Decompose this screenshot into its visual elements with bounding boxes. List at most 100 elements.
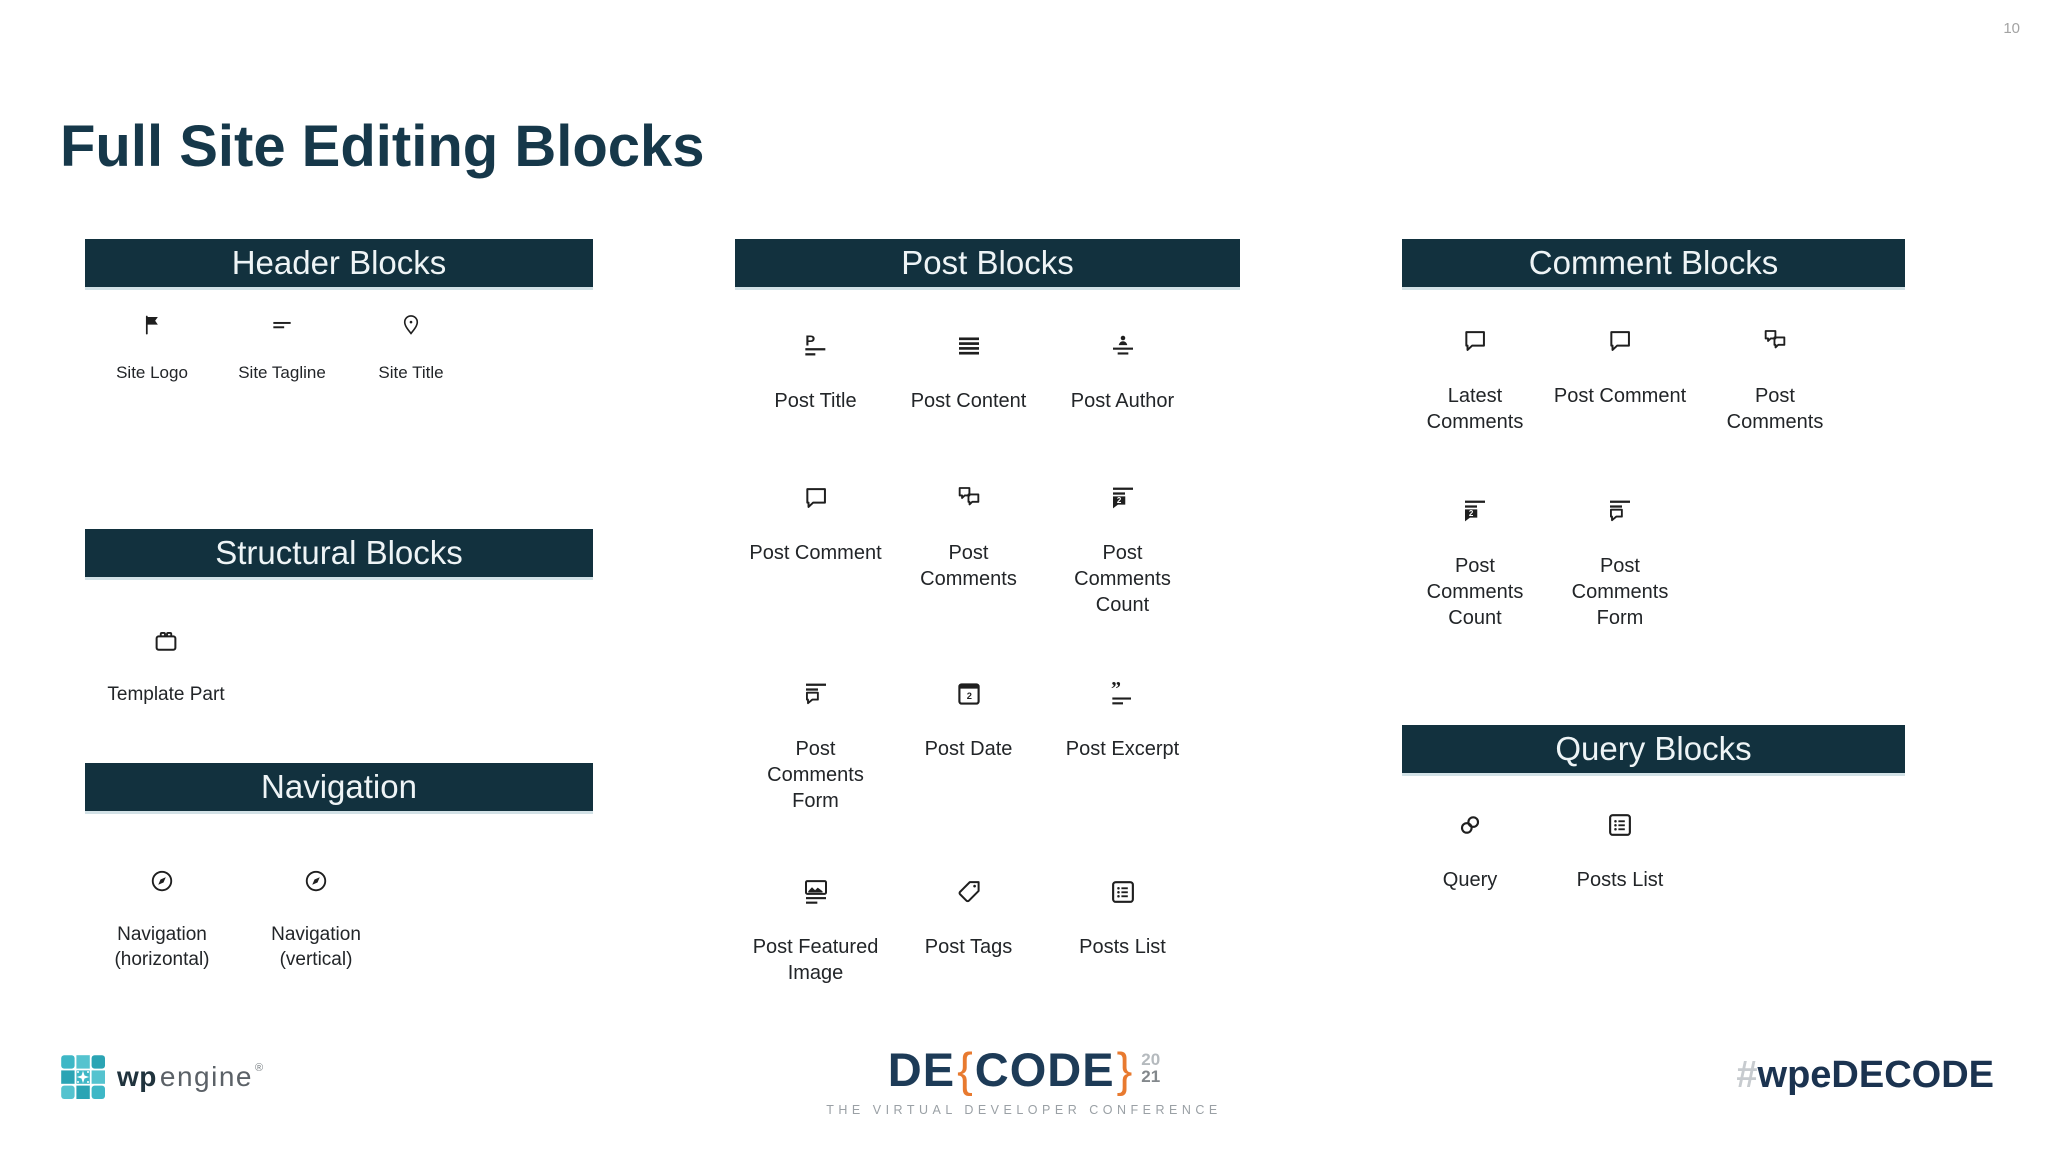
comments-form-icon <box>800 678 832 710</box>
tagline-lines-icon <box>269 312 295 338</box>
block-item-label: Navigation (horizontal) <box>114 924 210 970</box>
posts-list-icon <box>1107 876 1139 908</box>
block-item-post-comments-count: Post Comments Count <box>1400 495 1550 631</box>
block-item-template-part: Template Part <box>85 626 247 707</box>
decode-logo-wordmark: DE { CODE } 20 21 <box>888 1044 1160 1096</box>
decode-logo-tagline: THE VIRTUAL DEVELOPER CONFERENCE <box>826 1103 1222 1117</box>
section-query-blocks-title: Query Blocks <box>1555 730 1752 767</box>
block-item-navigation-vertical: Navigation (vertical) <box>239 866 393 972</box>
block-item-post-comments: Post Comments <box>892 482 1045 592</box>
decode-logo-year-21: 21 <box>1141 1067 1161 1086</box>
post-title-icon <box>800 330 832 362</box>
block-item-label: Post Title <box>774 390 857 412</box>
comments-count-icon <box>1107 482 1139 514</box>
block-item-site-title: Site Title <box>346 312 476 384</box>
block-item-navigation-horizontal: Navigation (horizontal) <box>85 866 239 972</box>
block-item-label: Post Comments Form <box>1571 555 1669 629</box>
block-item-posts-list: Posts List <box>1545 809 1695 893</box>
block-item-post-comment: Post Comment <box>739 482 892 566</box>
post-author-icon <box>1107 330 1139 362</box>
block-item-label: Post Excerpt <box>1065 738 1180 760</box>
wpengine-mark-icon <box>60 1054 106 1100</box>
block-item-post-content: Post Content <box>892 330 1045 414</box>
hashtag-text: wpeDECODE <box>1757 1054 1994 1096</box>
block-item-latest-comments: Latest Comments <box>1400 325 1550 435</box>
block-item-post-excerpt: Post Excerpt <box>1046 678 1199 762</box>
block-item-label: Posts List <box>1079 936 1166 958</box>
block-item-label: Post Date <box>924 738 1013 760</box>
section-header-blocks-title: Header Blocks <box>231 244 447 281</box>
page-number: 10 <box>2003 20 2020 37</box>
comment-bubble-icon <box>1459 325 1491 357</box>
section-query-blocks-bar: Query Blocks <box>1402 725 1905 773</box>
comments-count-icon <box>1459 495 1491 527</box>
event-hashtag: #wpeDECODE <box>1736 1054 1994 1097</box>
decode-logo-year-20: 20 <box>1141 1050 1161 1069</box>
block-item-label: Post Comment <box>749 542 882 564</box>
decode-logo-code: CODE <box>974 1043 1115 1096</box>
section-structural-blocks-bar: Structural Blocks <box>85 529 593 577</box>
decode-logo-de: DE <box>887 1043 956 1096</box>
wpengine-logo: wp engine ® <box>60 1054 263 1100</box>
post-content-icon <box>953 330 985 362</box>
block-item-query: Query <box>1395 809 1545 893</box>
block-item-post-comments-form: Post Comments Form <box>739 678 892 814</box>
block-item-post-author: Post Author <box>1046 330 1199 414</box>
block-item-label: Latest Comments <box>1426 385 1524 433</box>
section-structural-blocks-title: Structural Blocks <box>215 534 463 571</box>
comments-bubbles-icon <box>1759 325 1791 357</box>
comment-bubble-icon <box>1604 325 1636 357</box>
tag-icon <box>953 876 985 908</box>
block-item-site-logo: Site Logo <box>87 312 217 384</box>
block-item-label: Post Comments Count <box>1426 555 1524 629</box>
posts-list-icon <box>1604 809 1636 841</box>
compass-icon <box>147 866 177 896</box>
flag-icon <box>139 312 165 338</box>
block-item-label: Post Comments <box>1726 385 1824 433</box>
wpengine-logo-wp: wp <box>117 1061 157 1092</box>
block-item-label: Site Title <box>378 363 444 382</box>
section-navigation-bar: Navigation <box>85 763 593 811</box>
block-item-label: Post Comment <box>1553 385 1687 407</box>
block-item-site-tagline: Site Tagline <box>217 312 347 384</box>
block-item-label: Posts List <box>1576 869 1664 891</box>
compass-icon <box>301 866 331 896</box>
calendar-icon <box>953 678 985 710</box>
block-item-post-tags: Post Tags <box>892 876 1045 960</box>
block-item-post-title: Post Title <box>739 330 892 414</box>
block-item-label: Post Featured Image <box>752 936 879 984</box>
hashtag-symbol: # <box>1736 1054 1758 1096</box>
section-comment-blocks-title: Comment Blocks <box>1528 244 1779 281</box>
decode-logo: DE { CODE } 20 21 THE VIRTUAL DEVELOPER … <box>826 1044 1222 1118</box>
quote-icon <box>1107 678 1139 710</box>
wpengine-logo-engine: engine <box>159 1061 253 1092</box>
block-item-label: Navigation (vertical) <box>271 924 361 970</box>
section-navigation-title: Navigation <box>261 768 417 805</box>
block-item-post-date: Post Date <box>892 678 1045 762</box>
section-header-blocks-bar: Header Blocks <box>85 239 593 287</box>
block-item-label: Site Tagline <box>238 363 326 382</box>
map-pin-icon <box>398 312 424 338</box>
decode-logo-close-brace: } <box>1116 1043 1133 1096</box>
section-comment-blocks-bar: Comment Blocks <box>1402 239 1905 287</box>
block-item-label: Post Author <box>1070 390 1175 412</box>
comment-bubble-icon <box>800 482 832 514</box>
block-item-label: Site Logo <box>116 363 188 382</box>
featured-image-icon <box>800 876 832 908</box>
block-item-post-featured-image: Post Featured Image <box>739 876 892 986</box>
block-item-label: Post Content <box>910 390 1027 412</box>
block-item-label: Post Comments Count <box>1074 542 1171 616</box>
loop-icon <box>1454 809 1486 841</box>
block-item-label: Post Comments <box>920 542 1017 590</box>
decode-logo-open-brace: { <box>957 1043 973 1096</box>
block-item-post-comments: Post Comments <box>1700 325 1850 435</box>
section-post-blocks-title: Post Blocks <box>901 244 1074 281</box>
section-post-blocks-bar: Post Blocks <box>735 239 1240 287</box>
block-item-label: Post Tags <box>924 936 1013 958</box>
comments-form-icon <box>1604 495 1636 527</box>
block-item-label: Template Part <box>107 684 225 705</box>
registered-mark: ® <box>254 1062 264 1074</box>
block-item-post-comments-count: Post Comments Count <box>1046 482 1199 618</box>
block-item-label: Query <box>1442 869 1498 891</box>
comments-bubbles-icon <box>953 482 985 514</box>
